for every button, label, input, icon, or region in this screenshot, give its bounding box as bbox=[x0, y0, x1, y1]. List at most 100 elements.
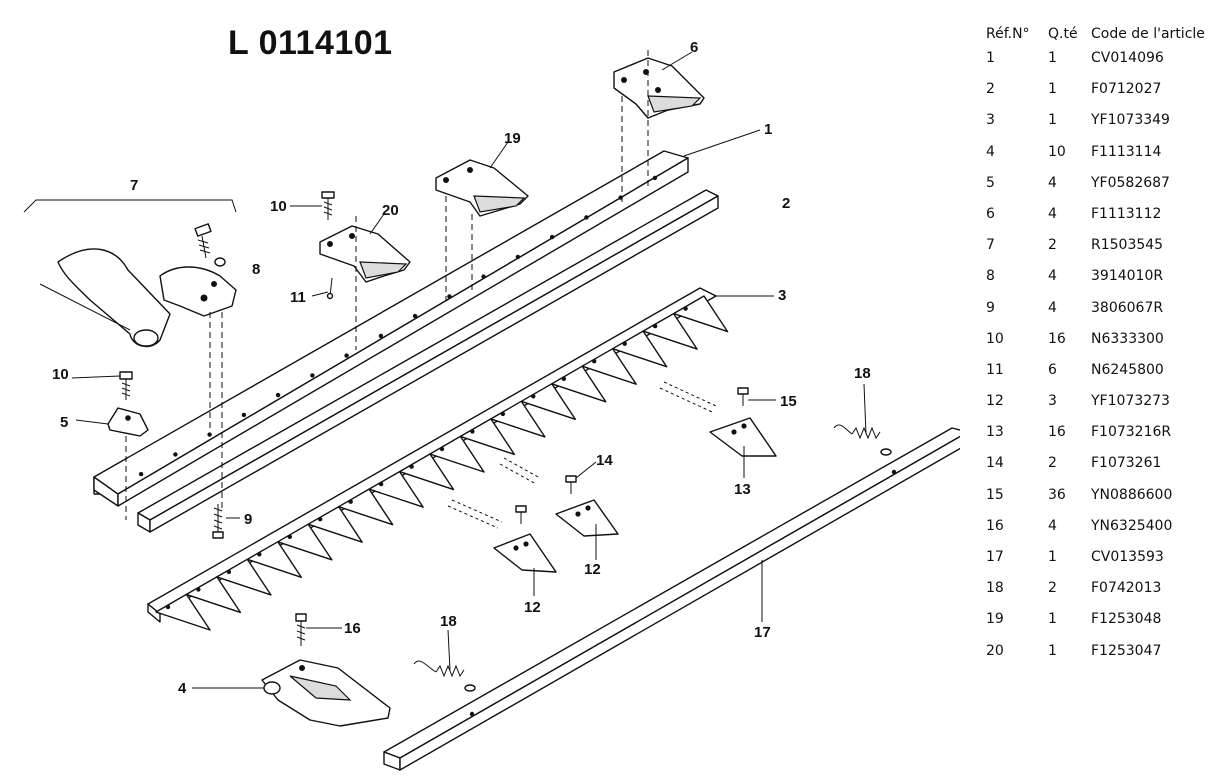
code-cell: N6245800 bbox=[1091, 361, 1164, 378]
qty-cell: 4 bbox=[1048, 517, 1057, 534]
ref-cell: 14 bbox=[986, 455, 1004, 472]
code-cell: F1073261 bbox=[1091, 455, 1162, 472]
code-cell: 3914010R bbox=[1091, 268, 1164, 285]
part-3-knife-sections bbox=[155, 295, 729, 631]
ref-cell: 15 bbox=[986, 486, 1004, 503]
ref-cell: 16 bbox=[986, 517, 1004, 534]
part-10-bolt-left bbox=[119, 371, 133, 400]
ref-cell: 10 bbox=[986, 330, 1004, 347]
callout-7: 7 bbox=[130, 177, 138, 194]
ref-cell: 1 bbox=[986, 50, 995, 66]
callout-14: 14 bbox=[596, 452, 613, 469]
qty-cell: 36 bbox=[1048, 486, 1066, 503]
callout-11: 11 bbox=[290, 289, 306, 306]
ref-cell: 6 bbox=[986, 205, 995, 222]
part-7-hold-down-clip bbox=[57, 248, 237, 348]
ref-cell: 13 bbox=[986, 424, 1004, 441]
code-cell: F1253047 bbox=[1091, 642, 1162, 659]
callout-10-top: 10 bbox=[270, 198, 287, 215]
qty-cell: 1 bbox=[1048, 611, 1057, 628]
callout-10-left: 10 bbox=[52, 366, 69, 383]
code-cell: YN0886600 bbox=[1091, 486, 1173, 503]
part-12-knife-section-a bbox=[493, 533, 557, 573]
callout-4: 4 bbox=[178, 680, 187, 697]
callout-6: 6 bbox=[690, 39, 698, 56]
code-cell: F1113112 bbox=[1091, 205, 1162, 222]
callout-15: 15 bbox=[780, 393, 797, 410]
qty-cell: 1 bbox=[1048, 50, 1057, 66]
part-11-rivet bbox=[326, 277, 334, 300]
callout-18-right: 18 bbox=[854, 365, 871, 382]
code-cell: F0742013 bbox=[1091, 580, 1162, 597]
ref-cell: 12 bbox=[986, 393, 1004, 410]
part-4-guard bbox=[261, 659, 391, 727]
code-cell: F1113114 bbox=[1091, 143, 1162, 160]
callout-18-left: 18 bbox=[440, 613, 457, 630]
callout-12-right: 12 bbox=[584, 561, 601, 578]
callout-17: 17 bbox=[754, 624, 771, 641]
qty-cell: 4 bbox=[1048, 174, 1057, 191]
code-cell: YF1073349 bbox=[1091, 112, 1170, 129]
qty-cell: 2 bbox=[1048, 580, 1057, 597]
code-cell: YN6325400 bbox=[1091, 517, 1173, 534]
part-12-knife-section-b bbox=[555, 499, 619, 537]
callout-16: 16 bbox=[344, 620, 361, 637]
callout-19: 19 bbox=[504, 130, 521, 147]
parts-list-table: Réf.N° Q.té Code de l'article 1 1 CV014096… bbox=[986, 26, 1216, 674]
ref-cell: 5 bbox=[986, 174, 995, 191]
code-cell: CV013593 bbox=[1091, 549, 1164, 565]
part-13-knife-section bbox=[709, 417, 777, 457]
qty-cell: 3 bbox=[1048, 393, 1057, 410]
part-18-spring-right bbox=[833, 424, 892, 456]
code-cell: R1503545 bbox=[1091, 237, 1164, 254]
table-row: 8 4 3914010R bbox=[986, 268, 1216, 299]
part-1-holes bbox=[138, 175, 658, 477]
ref-cell: 19 bbox=[986, 611, 1004, 628]
qty-cell: 4 bbox=[1048, 268, 1057, 285]
code-cell: YF1073273 bbox=[1091, 393, 1170, 410]
part-16-bolt bbox=[295, 613, 307, 646]
callout-8: 8 bbox=[252, 261, 260, 278]
callout-5: 5 bbox=[60, 414, 68, 431]
table-row: 3 1 YF1073349 bbox=[986, 112, 1216, 143]
table-row: 1 1 CV014096 bbox=[986, 50, 1216, 81]
part-2-flat-bar bbox=[137, 189, 719, 533]
part-1-cutter-bar bbox=[93, 150, 689, 507]
qty-cell: 6 bbox=[1048, 361, 1057, 378]
code-cell: 3806067R bbox=[1091, 299, 1164, 316]
qty-cell: 16 bbox=[1048, 330, 1066, 347]
part-8-bolt bbox=[194, 223, 226, 267]
table-header-row: Réf.N° Q.té Code de l'article bbox=[986, 26, 1216, 50]
drawing-title: L 0114101 bbox=[228, 24, 393, 62]
code-cell: CV014096 bbox=[1091, 50, 1164, 66]
part-5-clip bbox=[107, 407, 149, 437]
ref-cell: 3 bbox=[986, 112, 995, 129]
qty-cell: 10 bbox=[1048, 143, 1066, 160]
part-6-guard bbox=[613, 57, 705, 119]
table-row: 12 3 YF1073273 bbox=[986, 393, 1216, 424]
exploded-parts-diagram: 1 2 3 4 5 6 7 8 9 10 10 11 12 12 13 14 1… bbox=[23, 39, 960, 771]
part-9-bolt bbox=[212, 504, 224, 539]
callout-2: 2 bbox=[782, 195, 790, 212]
qty-cell: 2 bbox=[1048, 455, 1057, 472]
qty-cell: 4 bbox=[1048, 205, 1057, 222]
callout-9: 9 bbox=[244, 511, 252, 528]
part-17-angle-bar bbox=[383, 427, 960, 771]
qty-cell: 1 bbox=[1048, 642, 1057, 659]
ref-cell: 20 bbox=[986, 642, 1004, 659]
table-row: 20 1 F1253047 bbox=[986, 643, 1216, 674]
part-20-guard bbox=[319, 225, 411, 283]
ref-cell: 8 bbox=[986, 268, 995, 285]
qty-cell: 1 bbox=[1048, 112, 1057, 129]
ref-cell: 18 bbox=[986, 580, 1004, 597]
code-cell: F0712027 bbox=[1091, 81, 1162, 98]
code-cell: F1073216R bbox=[1091, 424, 1172, 441]
